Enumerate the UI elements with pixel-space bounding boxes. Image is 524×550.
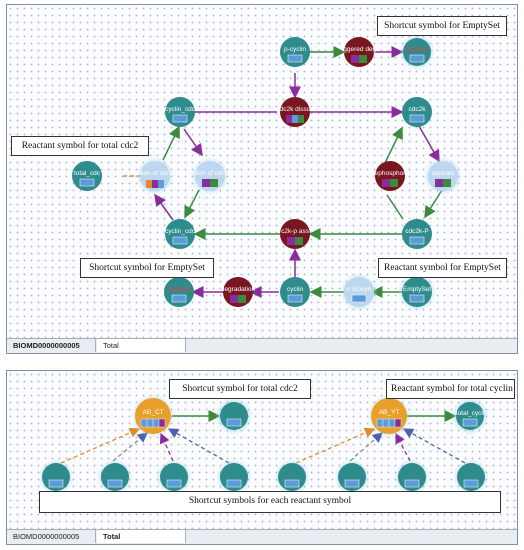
edge — [183, 128, 203, 157]
edge — [159, 432, 174, 462]
tab-biomd[interactable]: BIOMD0000000005 — [7, 339, 96, 352]
node-label: tion of cdc — [195, 170, 225, 177]
shortcut-reactant[interactable] — [38, 459, 74, 495]
node-label: radation — [405, 46, 429, 53]
bottom-diagram-svg: AB_CT AB_YT total_cycli — [38, 394, 489, 495]
node-label: total_cdc — [74, 170, 101, 177]
node-label: cyclin_cdc — [165, 228, 196, 235]
shortcut-reactant[interactable] — [274, 459, 310, 495]
edge — [162, 125, 180, 161]
edge — [402, 428, 466, 464]
species-cdc2k[interactable]: cdc2k — [402, 97, 432, 127]
node-label: n biosyn — [347, 286, 372, 293]
node-label: total_cycli — [456, 410, 485, 417]
node-label: iggered deg — [342, 46, 377, 53]
species-cyclin-cdc2[interactable]: cyclin_cdc — [165, 97, 196, 127]
species-cyclin-cdc-bottom[interactable]: cyclin_cdc — [165, 219, 196, 249]
edge — [418, 125, 440, 163]
bottom-edges — [60, 410, 466, 464]
aggregate-ab-ct[interactable]: AB_CT — [131, 394, 175, 438]
node-label: dc2k disso — [280, 106, 311, 113]
node-label: c2k-p ass — [281, 228, 310, 235]
callout-reactant-total-cdc2: Reactant symbol for total cdc2 — [11, 136, 149, 156]
node-label: osphate — [431, 170, 455, 177]
callout-reactant-emptyset: Reactant symbol for EmptySet — [378, 258, 507, 278]
callout-reactant-total-cyclin: Reactant symbol for total cyclin — [386, 379, 515, 399]
reactant-total-cyclin[interactable]: total_cycli — [451, 397, 489, 435]
callout-shortcut-total-cdc2: Shortcut symbol for total cdc2 — [169, 379, 311, 399]
callout-shortcut-emptyset-bottom: Shortcut symbol for EmptySet — [80, 258, 214, 278]
reaction-degradation[interactable]: degradation — [221, 277, 256, 307]
node-label: cyclin_cdc — [165, 106, 196, 113]
edge — [167, 428, 230, 464]
edge — [184, 189, 200, 219]
reaction-assembly[interactable]: ation of cdc2 — [136, 157, 174, 195]
node-label: radation — [167, 286, 191, 293]
node-label: cdc2k — [409, 106, 427, 113]
tab-total[interactable]: Total — [97, 339, 186, 352]
shortcut-emptyset-top[interactable]: radation — [399, 34, 435, 70]
bottom-tabbar: BIOMD0000000005 Total — [7, 529, 517, 544]
reactant-total-cdc2[interactable]: total_cdc — [72, 161, 102, 191]
top-diagram-svg: p-cyclin iggered deg radation cyclin_cdc… — [72, 34, 462, 311]
aggregate-ab-yt[interactable]: AB_YT — [367, 394, 411, 438]
node-label: degradation — [221, 286, 256, 293]
shortcut-reactant[interactable] — [216, 459, 252, 495]
reaction-dephosphorylation-left[interactable]: tion of cdc — [191, 157, 229, 195]
reaction-biosynthesis[interactable]: n biosyn — [340, 273, 378, 311]
shortcut-reactant[interactable] — [453, 459, 489, 495]
node-label: AB_YT — [379, 409, 400, 416]
tab-total[interactable]: Total — [97, 530, 186, 543]
shortcut-emptyset-bottom[interactable]: radation — [164, 277, 194, 307]
tab-biomd[interactable]: BIOMD0000000005 — [7, 530, 96, 543]
reactant-emptyset[interactable]: EmptySet — [398, 273, 436, 311]
species-cdc2k-p[interactable]: cdc2k-P — [402, 219, 432, 249]
node-label: ephosphor — [375, 170, 407, 177]
species-cyclin[interactable]: cyclin — [280, 277, 310, 307]
edge — [154, 193, 174, 221]
species-p-cyclin[interactable]: p-cyclin — [280, 37, 310, 67]
edge — [295, 427, 376, 464]
edge — [386, 194, 404, 220]
edge — [60, 427, 141, 464]
edge — [384, 126, 403, 164]
callout-shortcut-each: Shortcut symbols for each reactant symbo… — [39, 491, 501, 513]
reaction-triggered-degradation[interactable]: iggered deg — [342, 37, 377, 67]
callout-shortcut-emptyset-top: Shortcut symbol for EmptySet — [377, 16, 507, 36]
shortcut-reactant[interactable] — [394, 459, 430, 495]
shortcut-reactant[interactable] — [334, 459, 370, 495]
bottom-diagram-canvas[interactable]: AB_CT AB_YT total_cycli Shortcut symbol … — [6, 370, 518, 545]
node-label: AB_CT — [143, 409, 164, 416]
reaction-phosphate[interactable]: osphate — [424, 157, 462, 195]
top-diagram-canvas[interactable]: p-cyclin iggered deg radation cyclin_cdc… — [6, 4, 518, 354]
top-tabbar: BIOMD0000000005 Total — [7, 338, 517, 353]
node-label: p-cyclin — [284, 46, 306, 53]
reaction-cdc2k-dissociation[interactable]: dc2k disso — [280, 97, 311, 127]
node-label: cdc2k-P — [405, 228, 428, 235]
reaction-cdc2k-p-assembly[interactable]: c2k-p ass — [280, 219, 310, 249]
edge — [395, 432, 411, 462]
shortcut-reactant[interactable] — [156, 459, 192, 495]
shortcut-reactant[interactable] — [97, 459, 133, 495]
node-label: cyclin — [287, 286, 304, 293]
edge — [349, 432, 383, 462]
edge — [112, 432, 149, 462]
shortcut-total-cdc2[interactable] — [215, 397, 253, 435]
node-label: ation of cdc2 — [137, 170, 174, 177]
reaction-dephosphorylation[interactable]: ephosphor — [375, 161, 407, 191]
node-label: EmptySet — [403, 286, 431, 293]
